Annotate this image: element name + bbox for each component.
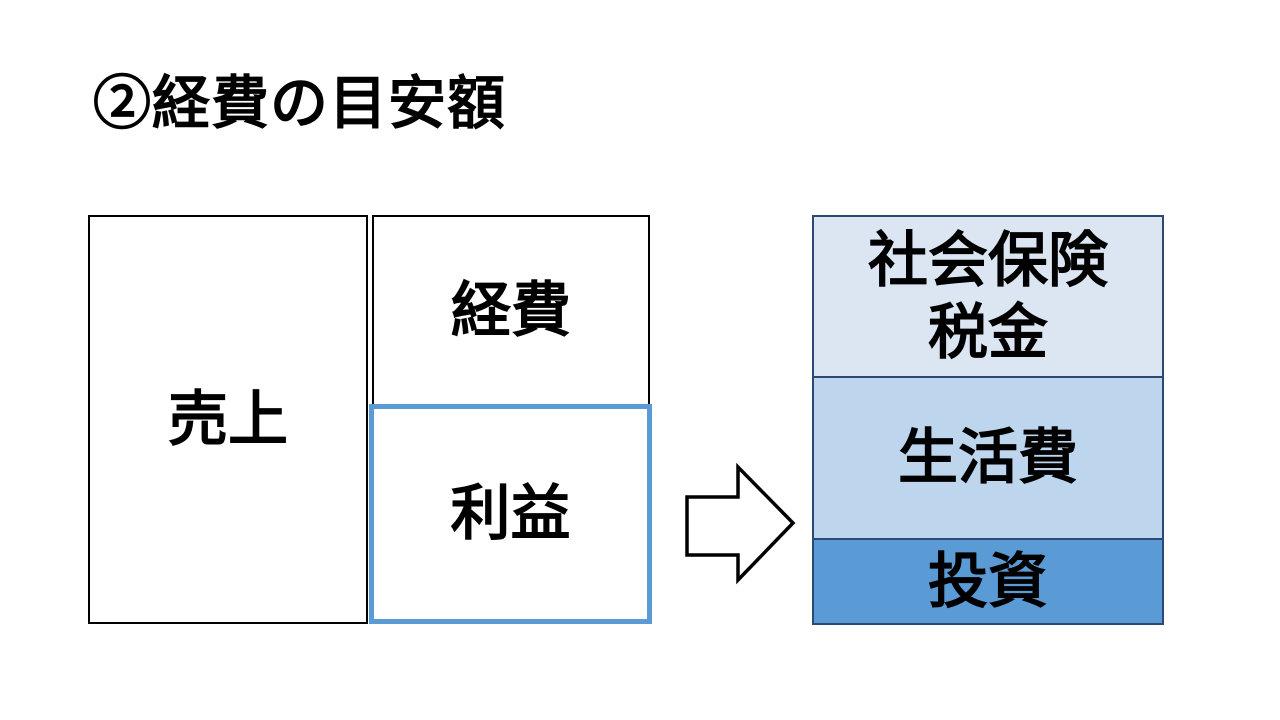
allocation-item-investment: 投資	[814, 540, 1162, 623]
allocation-label: 投資	[928, 547, 1048, 615]
allocation-stack: 社会保険 税金 生活費 投資	[812, 215, 1164, 625]
profit-label: 利益	[450, 480, 571, 547]
profit-box: 利益	[369, 404, 652, 624]
allocation-label: 社会保険 税金	[868, 226, 1108, 366]
right-block-arrow-icon	[680, 458, 800, 586]
sales-box: 売上	[88, 215, 368, 624]
expense-box: 経費	[372, 215, 650, 404]
allocation-item-social-insurance-tax: 社会保険 税金	[814, 217, 1162, 378]
allocation-label: 生活費	[898, 424, 1078, 491]
slide-title: ②経費の目安額	[93, 71, 507, 136]
expense-label: 経費	[451, 276, 571, 344]
allocation-item-living-expenses: 生活費	[814, 378, 1162, 540]
sales-label: 売上	[168, 385, 288, 453]
